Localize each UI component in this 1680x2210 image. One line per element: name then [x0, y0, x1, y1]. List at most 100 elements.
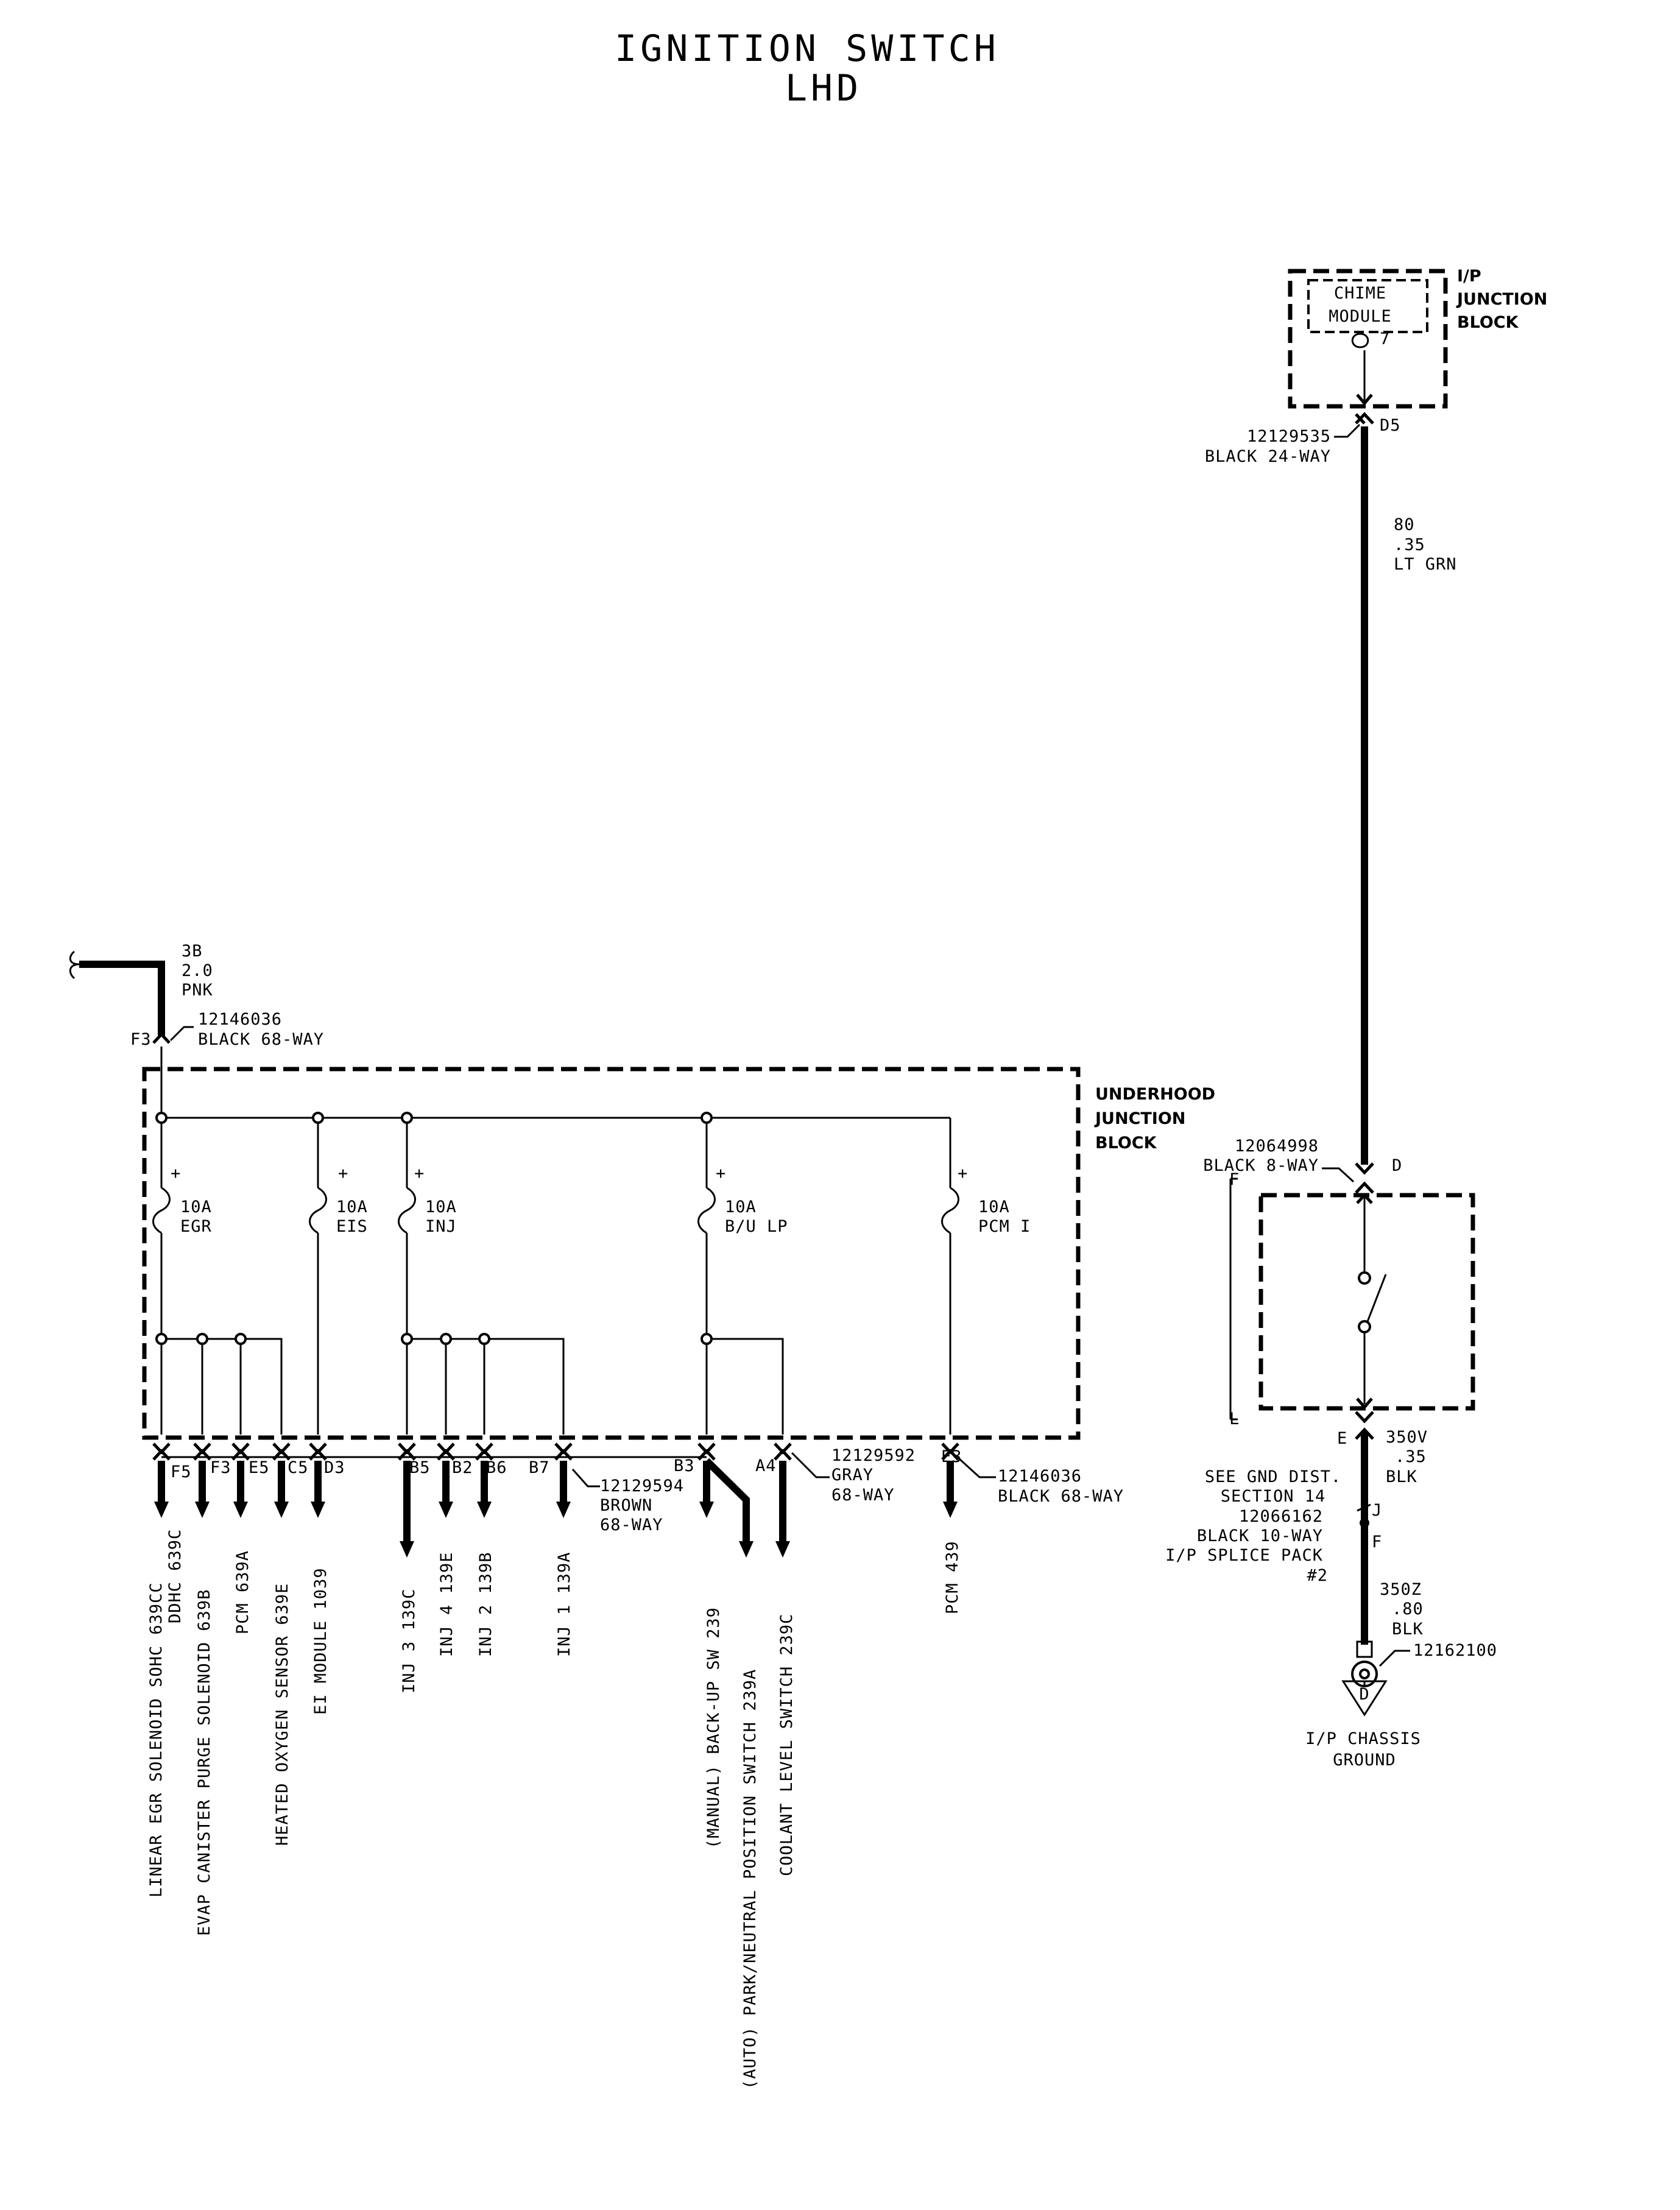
title-line2: LHD	[785, 67, 862, 110]
svg-text:10A: 10A	[725, 1198, 757, 1216]
svg-text:EGR: EGR	[180, 1217, 212, 1236]
svg-text:.35: .35	[1394, 535, 1425, 554]
svg-text:D5: D5	[1380, 416, 1401, 435]
svg-text:80: 80	[1394, 515, 1415, 534]
svg-text:JUNCTION: JUNCTION	[1456, 290, 1547, 309]
svg-text:LINEAR EGR SOLENOID SOHC 639CC: LINEAR EGR SOLENOID SOHC 639CC	[147, 1582, 166, 1898]
chime-wire	[1351, 333, 1374, 425]
underhood-block-label: UNDERHOOD JUNCTION BLOCK	[1094, 1085, 1215, 1153]
svg-text:B2: B2	[452, 1458, 473, 1477]
fuse-inj: + 10A INJ	[414, 1164, 457, 1236]
svg-text:GRAY: GRAY	[831, 1466, 874, 1485]
output-wires	[154, 1458, 958, 1558]
svg-text:CHIME: CHIME	[1334, 284, 1386, 303]
input-connector-part: 12146036	[198, 1010, 282, 1029]
chime-module-label: CHIME MODULE 7	[1329, 284, 1392, 348]
svg-text:INJ 2 139B: INJ 2 139B	[476, 1552, 495, 1657]
fuse-bu-lp: + 10A B/U LP	[716, 1164, 788, 1236]
svg-text:INJ 3 139C: INJ 3 139C	[400, 1588, 418, 1693]
svg-text:E5: E5	[249, 1458, 270, 1477]
output-connectors	[152, 1442, 959, 1461]
svg-text:UNDERHOOD: UNDERHOOD	[1095, 1085, 1215, 1104]
svg-text:I/P SPLICE PACK: I/P SPLICE PACK	[1165, 1546, 1323, 1565]
svg-text:12146036: 12146036	[998, 1467, 1082, 1486]
svg-text:(AUTO) PARK/NEUTRAL POSITION S: (AUTO) PARK/NEUTRAL POSITION SWITCH 239A	[741, 1669, 760, 2089]
svg-text:C5: C5	[288, 1458, 309, 1477]
svg-text:10A: 10A	[180, 1198, 212, 1216]
svg-text:350V: 350V	[1386, 1428, 1428, 1447]
gray-connector-label: 12129592 GRAY 68-WAY	[791, 1446, 915, 1505]
ground-label: I/P CHASSIS GROUND	[1305, 1729, 1421, 1770]
svg-text:EIS: EIS	[336, 1217, 368, 1236]
svg-text:PCM 639A: PCM 639A	[233, 1550, 252, 1634]
fuse-pcm: + 10A PCM I	[958, 1164, 1031, 1236]
input-wire-color: PNK	[182, 981, 213, 1000]
switch-connector-bottom: E	[1337, 1411, 1374, 1448]
svg-text:BLACK 24-WAY: BLACK 24-WAY	[1205, 447, 1331, 466]
svg-text:D3: D3	[324, 1458, 345, 1477]
svg-text:BLOCK: BLOCK	[1457, 313, 1519, 332]
input-wire-circuit: 3B	[182, 942, 203, 961]
svg-text:12129535: 12129535	[1247, 427, 1331, 446]
svg-text:I/P CHASSIS: I/P CHASSIS	[1305, 1729, 1421, 1748]
svg-text:E: E	[1337, 1429, 1347, 1448]
svg-text:68-WAY: 68-WAY	[600, 1516, 663, 1534]
svg-text:MODULE: MODULE	[1329, 307, 1392, 326]
input-connector-desc: BLACK 68-WAY	[198, 1030, 324, 1049]
svg-text:+: +	[958, 1164, 968, 1183]
svg-text:BROWN: BROWN	[600, 1496, 652, 1515]
title-line1: IGNITION SWITCH	[615, 27, 1000, 70]
svg-text:10A: 10A	[978, 1198, 1010, 1216]
svg-text:L: L	[1229, 1410, 1240, 1428]
svg-text:A4: A4	[755, 1456, 777, 1475]
svg-text:DDHC 639C: DDHC 639C	[166, 1529, 185, 1623]
svg-text:I/P: I/P	[1457, 267, 1481, 286]
svg-text:.35: .35	[1395, 1447, 1427, 1466]
svg-text:B6: B6	[486, 1458, 507, 1477]
svg-text:BLK: BLK	[1386, 1467, 1417, 1486]
fuse-egr: + 10A EGR	[171, 1164, 212, 1236]
svg-text:BLACK 68-WAY: BLACK 68-WAY	[998, 1487, 1124, 1506]
svg-text:E3: E3	[941, 1447, 962, 1466]
svg-text:INJ 1 139A: INJ 1 139A	[555, 1552, 574, 1657]
svg-text:#2: #2	[1307, 1566, 1328, 1585]
svg-text:F: F	[1372, 1533, 1382, 1552]
splice-pack: J F SEE GND DIST. SECTION 14 12066162 BL…	[1165, 1467, 1382, 1585]
svg-text:B5: B5	[409, 1458, 431, 1477]
svg-text:COOLANT LEVEL SWITCH 239C: COOLANT LEVEL SWITCH 239C	[777, 1614, 796, 1876]
svg-text:BLACK 10-WAY: BLACK 10-WAY	[1197, 1527, 1323, 1545]
svg-text:B3: B3	[674, 1456, 695, 1475]
svg-text:GROUND: GROUND	[1333, 1751, 1396, 1770]
ignition-switch-box	[1258, 1193, 1475, 1411]
chime-module	[1307, 279, 1428, 333]
ground-terminal: D	[1341, 1614, 1388, 1717]
svg-text:HEATED OXYGEN SENSOR 639E: HEATED OXYGEN SENSOR 639E	[273, 1583, 292, 1846]
svg-text:BLOCK: BLOCK	[1095, 1134, 1157, 1153]
ignition-switch-symbol: F L	[1229, 1170, 1387, 1428]
svg-text:PCM I: PCM I	[978, 1217, 1031, 1236]
ip-junction-block	[1288, 269, 1448, 409]
svg-text:12162100: 12162100	[1413, 1641, 1497, 1660]
svg-text:+: +	[414, 1164, 425, 1183]
input-wire: 3B 2.0 PNK F3 12146036 BLACK 68-WAY	[69, 942, 324, 1049]
svg-text:+: +	[338, 1164, 348, 1183]
svg-text:B7: B7	[529, 1458, 550, 1477]
svg-text:BLK: BLK	[1392, 1620, 1424, 1639]
svg-text:68-WAY: 68-WAY	[831, 1486, 895, 1505]
wire-80-label: 80 .35 LT GRN	[1394, 515, 1456, 574]
svg-text:JUNCTION: JUNCTION	[1094, 1109, 1185, 1128]
destination-labels: LINEAR EGR SOLENOID SOHC 639CC DDHC 639C…	[147, 1529, 962, 2089]
fuse-eis: + 10A EIS	[336, 1164, 368, 1236]
svg-text:350Z: 350Z	[1380, 1580, 1422, 1599]
svg-text:J: J	[1372, 1501, 1382, 1520]
svg-text:+: +	[171, 1164, 181, 1183]
switch-connector-top: 12064998 BLACK 8-WAY D	[1203, 1137, 1402, 1194]
svg-text:INJ: INJ	[425, 1217, 457, 1236]
input-wire-pin: F3	[130, 1030, 152, 1049]
underhood-junction-block	[142, 1067, 1081, 1440]
wire-350z-label: 350Z .80 BLK 12162100	[1378, 1580, 1497, 1667]
brown-connector-label: 12129594 BROWN 68-WAY	[571, 1469, 683, 1534]
svg-text:D: D	[1359, 1685, 1369, 1704]
svg-text:INJ 4 139E: INJ 4 139E	[437, 1552, 456, 1657]
